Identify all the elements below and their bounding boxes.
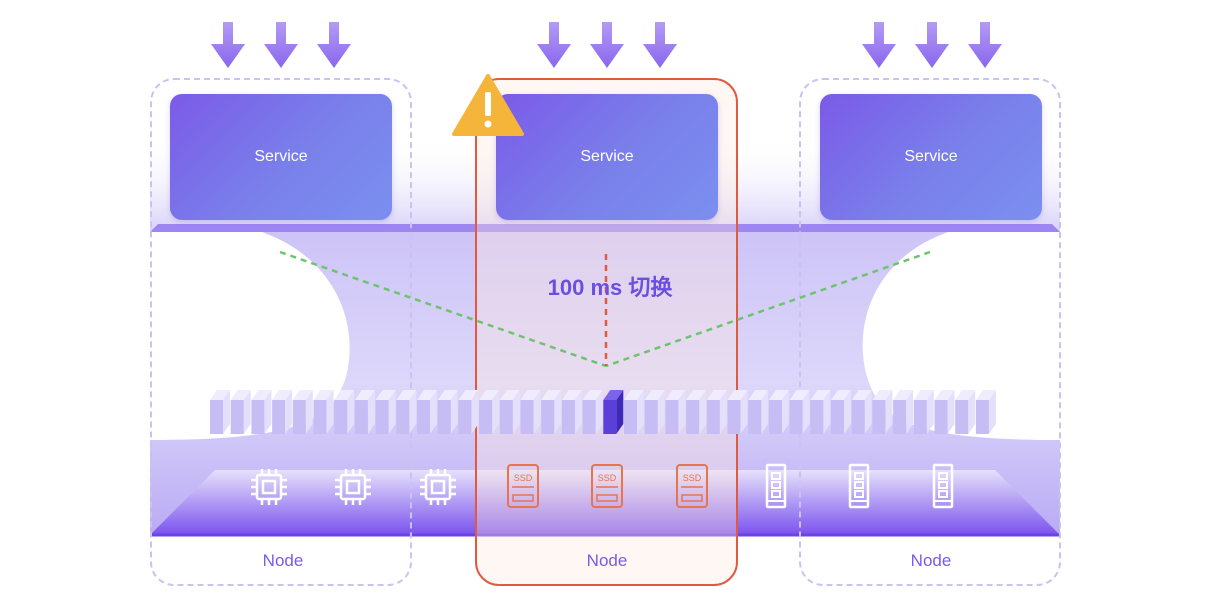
data-block: [251, 390, 272, 434]
warning-triangle-icon: [452, 74, 524, 136]
data-block: [727, 390, 748, 434]
ssd-icon: SSD: [675, 463, 709, 514]
data-block: [913, 390, 934, 434]
data-block: [851, 390, 872, 434]
data-block: [624, 390, 644, 434]
arrow-down-icon: [211, 22, 245, 68]
data-block: [955, 390, 976, 434]
svg-text:SSD: SSD: [514, 473, 533, 483]
left-hollow: [150, 232, 350, 440]
data-block: [665, 390, 686, 434]
band-top-edge: [150, 224, 1060, 232]
band-floor: [150, 470, 1060, 535]
arrow-down-icon: [537, 22, 571, 68]
arrow-down-icon: [643, 22, 677, 68]
cpu-chip-icon: [418, 467, 458, 512]
data-block-active: [603, 390, 624, 434]
data-block: [686, 390, 707, 434]
data-block: [210, 390, 230, 434]
request-arrows: [211, 22, 1002, 68]
data-block: [499, 390, 520, 434]
ssd-icon: SSD: [506, 463, 540, 514]
data-block: [872, 390, 893, 434]
cpu-chip-icon: [249, 467, 289, 512]
data-block: [561, 390, 582, 434]
svg-text:SSD: SSD: [683, 473, 702, 483]
data-block: [644, 390, 665, 434]
memory-module-icon: [931, 463, 955, 514]
arrow-down-icon: [317, 22, 351, 68]
data-block: [893, 390, 914, 434]
arrow-down-icon: [590, 22, 624, 68]
memory-module-icon: [764, 463, 788, 514]
failover-link-right: [605, 250, 931, 368]
data-block: [831, 390, 851, 434]
data-block: [396, 390, 417, 434]
data-block: [748, 390, 769, 434]
svg-text:SSD: SSD: [598, 473, 617, 483]
service-card-center[interactable]: Service: [496, 94, 718, 220]
data-block: [334, 390, 355, 434]
failover-link-left: [279, 250, 607, 368]
data-block: [437, 390, 458, 434]
data-block: [230, 390, 251, 434]
data-block: [354, 390, 375, 434]
data-block: [479, 390, 500, 434]
cpu-chip-icon: [333, 467, 373, 512]
service-label: Service: [580, 148, 634, 165]
service-card-right[interactable]: Service: [820, 94, 1042, 220]
data-block: [582, 390, 603, 434]
memory-module-icon: [847, 463, 871, 514]
ssd-icon: SSD: [590, 463, 624, 514]
data-block: [375, 390, 396, 434]
arrow-down-icon: [915, 22, 949, 68]
right-hollow: [862, 232, 1060, 440]
service-label: Service: [904, 148, 958, 165]
service-label: Service: [254, 148, 308, 165]
service-card-left[interactable]: Service: [170, 94, 392, 220]
data-blocks: [210, 390, 996, 434]
node-box-right: [799, 78, 1061, 586]
data-block: [458, 390, 479, 434]
data-block: [292, 390, 313, 434]
data-block: [706, 390, 727, 434]
switch-time-label: 100 ms 切换: [547, 275, 673, 300]
data-block: [768, 390, 789, 434]
data-block: [541, 390, 562, 434]
data-block: [934, 390, 955, 434]
node-label-center: Node: [586, 551, 628, 570]
data-block: [520, 390, 541, 434]
data-block: [810, 390, 831, 434]
node-label-right: Node: [910, 551, 952, 570]
node-label-left: Node: [262, 551, 304, 570]
arrow-down-icon: [862, 22, 896, 68]
band-body: [150, 232, 1060, 535]
data-block: [417, 390, 437, 434]
data-block: [313, 390, 334, 434]
arrow-down-icon: [968, 22, 1002, 68]
data-block: [789, 390, 810, 434]
data-block: [975, 390, 996, 434]
node-box-left: [150, 78, 412, 586]
data-block: [272, 390, 293, 434]
arrow-down-icon: [264, 22, 298, 68]
